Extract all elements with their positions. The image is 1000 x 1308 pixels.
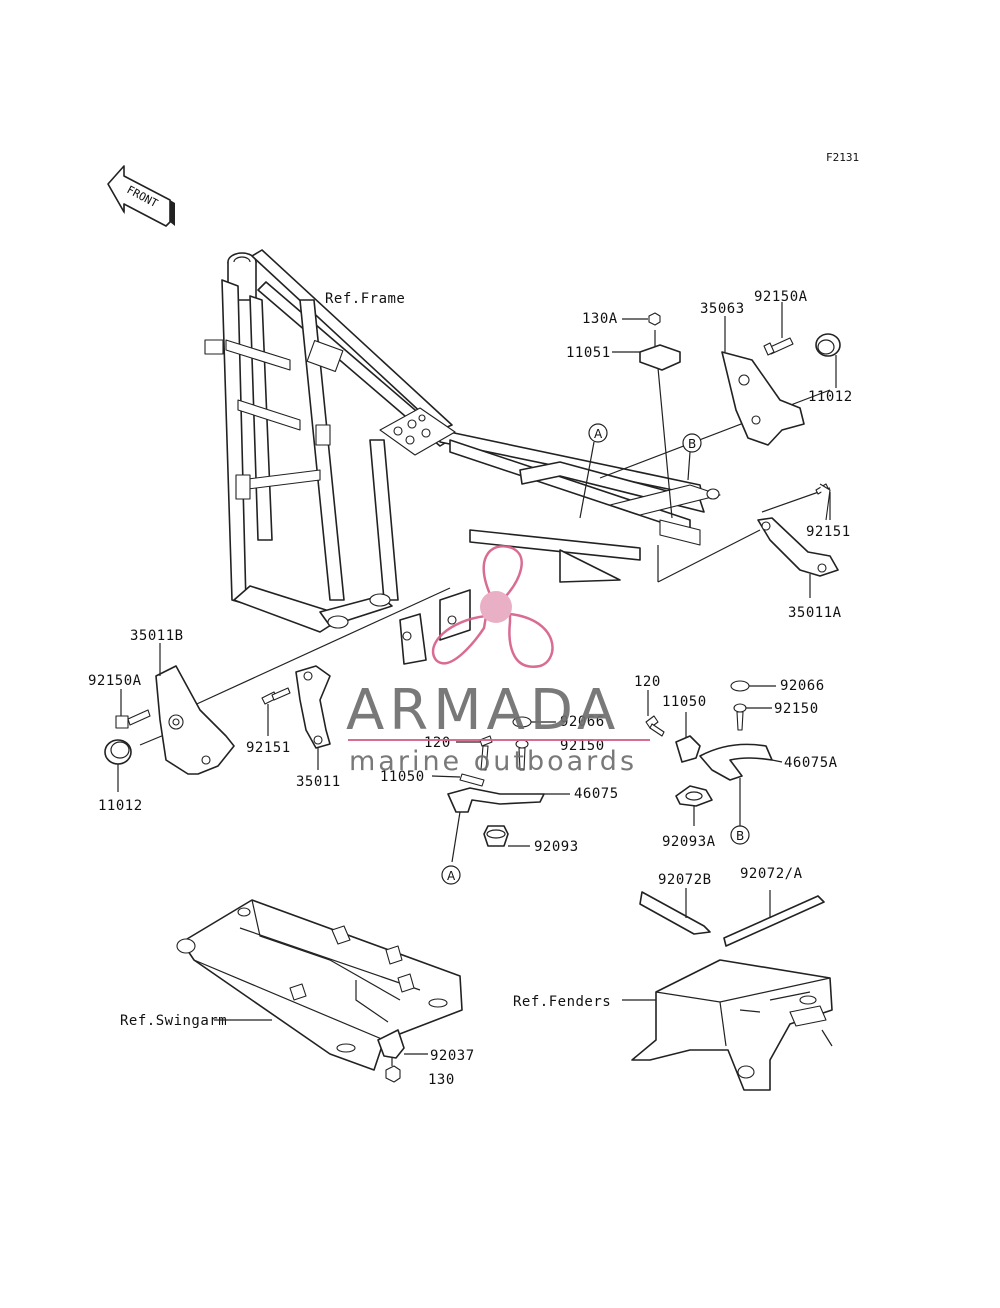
- part-46075A: 46075A: [699, 743, 838, 826]
- part-label-130: 130: [428, 1072, 455, 1088]
- part-46075: 46075: [447, 786, 619, 863]
- watermark-brand: ARMADA: [346, 678, 620, 743]
- part-label-92150A-top: 92150A: [754, 289, 808, 305]
- ref-fenders-label: Ref.Fenders: [513, 994, 611, 1010]
- part-92151-left: 92151: [246, 687, 291, 756]
- part-label-11012-top: 11012: [808, 389, 853, 405]
- part-label-35011B: 35011B: [130, 628, 184, 644]
- leader-line: [187, 587, 451, 709]
- part-label-35063: 35063: [700, 301, 745, 317]
- part-120-right: 120: [634, 674, 665, 737]
- svg-text:B: B: [688, 437, 696, 451]
- callout-B-lower: B: [730, 825, 750, 845]
- part-92066-center: 92066: [512, 714, 605, 730]
- part-92151-right: 92151: [806, 483, 851, 540]
- part-92150A-top: 92150A: [754, 289, 808, 356]
- fender-assembly: [631, 959, 833, 1091]
- part-label-46075A: 46075A: [784, 755, 838, 771]
- part-35011B: 35011B: [130, 628, 235, 775]
- watermark-tagline: marine outboards: [349, 746, 637, 777]
- ref-swingarm-label: Ref.Swingarm: [120, 1013, 227, 1029]
- part-label-92072A: 92072/A: [740, 866, 803, 882]
- callout-A-frame: A: [579, 423, 608, 519]
- callout-A-lower: A: [441, 865, 461, 885]
- part-92150-center: 92150: [515, 738, 605, 771]
- part-label-130A: 130A: [582, 311, 618, 327]
- frame-assembly: [204, 249, 721, 665]
- part-label-92037: 92037: [430, 1048, 475, 1064]
- part-label-46075: 46075: [574, 786, 619, 802]
- part-label-92151-right: 92151: [806, 524, 851, 540]
- part-35011A: 35011A: [757, 517, 842, 621]
- part-130: 130: [385, 1058, 455, 1088]
- part-11012-top: 11012: [808, 333, 853, 405]
- part-35011: 35011: [295, 665, 341, 790]
- leader-line: [599, 389, 831, 479]
- svg-text:A: A: [594, 427, 603, 441]
- part-label-92151-left: 92151: [246, 740, 291, 756]
- part-label-35011A: 35011A: [788, 605, 842, 621]
- part-92037: 92037: [377, 1029, 475, 1064]
- swingarm-assembly: [176, 899, 463, 1071]
- svg-text:B: B: [736, 829, 744, 843]
- part-11051: 11051: [566, 330, 681, 519]
- part-92093: 92093: [483, 825, 579, 855]
- leader-line: [657, 529, 761, 583]
- front-direction-arrow-icon: FRONT: [107, 165, 175, 227]
- part-label-92072B: 92072B: [658, 872, 712, 888]
- part-label-92093A: 92093A: [662, 834, 716, 850]
- part-11012-left: 11012: [98, 739, 143, 814]
- part-92150-right: 92150: [733, 701, 819, 731]
- part-label-11012-left: 11012: [98, 798, 143, 814]
- part-35063: 35063: [700, 301, 805, 446]
- part-11050-left: 11050: [380, 769, 485, 787]
- part-label-11050-right: 11050: [662, 694, 707, 710]
- part-92093A: 92093A: [662, 785, 716, 850]
- part-label-92066-right: 92066: [780, 678, 825, 694]
- svg-text:A: A: [447, 869, 456, 883]
- part-92150A-left: 92150A: [88, 673, 151, 729]
- part-92072B: 92072B: [639, 872, 712, 935]
- part-label-11051: 11051: [566, 345, 611, 361]
- callout-B-frame: B: [682, 433, 702, 481]
- part-label-11050-left: 11050: [380, 769, 425, 785]
- part-label-92066-center: 92066: [560, 714, 605, 730]
- part-label-120-right: 120: [634, 674, 661, 690]
- part-92072A: 92072/A: [723, 866, 825, 947]
- part-11050-right: 11050: [662, 694, 707, 763]
- ref-frame-label: Ref.Frame: [325, 291, 405, 307]
- part-label-92150-center: 92150: [560, 738, 605, 754]
- part-130A: 130A: [582, 311, 661, 327]
- part-label-92150-right: 92150: [774, 701, 819, 717]
- propeller-logo-icon: [431, 545, 554, 668]
- watermark: ARMADA marine outboards: [346, 545, 650, 777]
- part-label-35011: 35011: [296, 774, 341, 790]
- figure-code: F2131: [826, 151, 859, 164]
- part-label-92093: 92093: [534, 839, 579, 855]
- part-92066-right: 92066: [730, 678, 825, 694]
- part-label-92150A-left: 92150A: [88, 673, 142, 689]
